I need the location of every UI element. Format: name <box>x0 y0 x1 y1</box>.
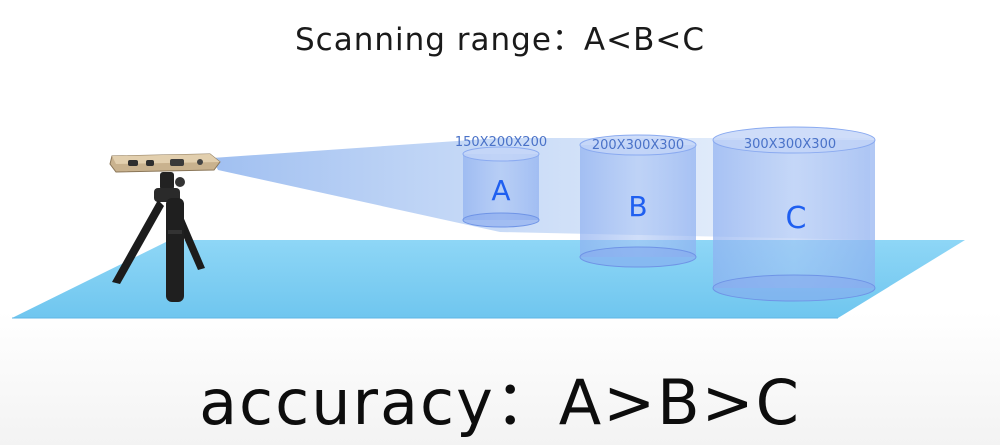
cylinder-A-label: A <box>491 174 510 207</box>
scanning-range-title: Scanning range：A<B<C <box>294 22 705 58</box>
accuracy-headline: accuracy：A>B>C <box>199 366 801 439</box>
cylinder-C-dimensions: 300X300X300 <box>744 137 836 152</box>
scan-beam <box>212 138 870 240</box>
scanner-icon <box>109 153 221 173</box>
cylinder-B-dimensions: 200X300X300 <box>592 138 684 153</box>
cylinder-B: 200X300X300 B <box>579 134 697 268</box>
tripod-icon <box>112 172 205 302</box>
cylinder-C: 300X300X300 C <box>712 126 876 302</box>
cylinder-A-dimensions: 150X200X200 <box>455 135 547 150</box>
cylinder-C-label: C <box>786 201 807 236</box>
cylinder-B-label: B <box>628 190 647 223</box>
cylinder-A: 150X200X200 A <box>455 135 547 228</box>
